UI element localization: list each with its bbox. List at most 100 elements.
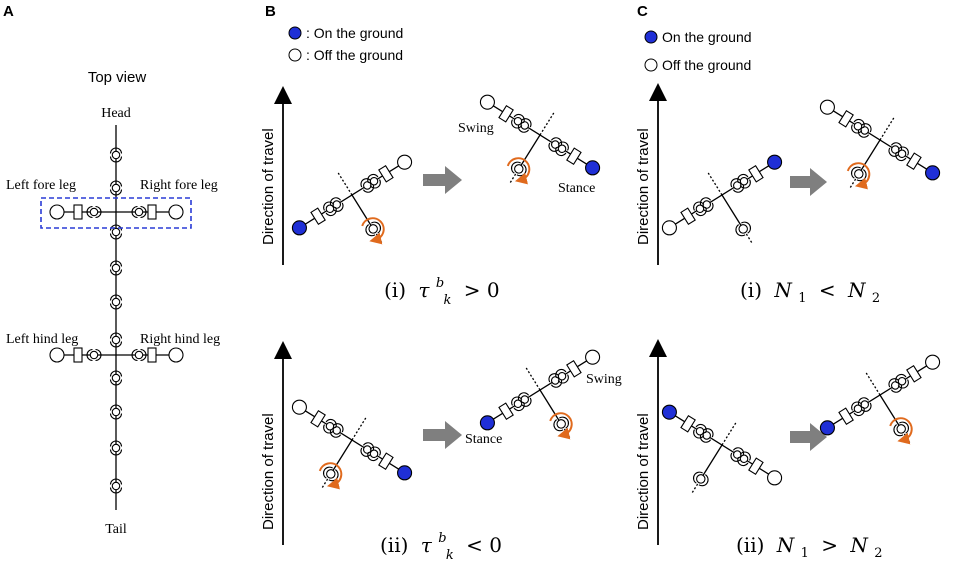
joint-inner — [733, 450, 742, 459]
head-label: Head — [101, 106, 131, 121]
legend-on-ground-label: : On the ground — [306, 25, 403, 41]
caption-c-ii-n2-sub: 2 — [874, 546, 882, 561]
joint-arc-top — [898, 421, 910, 434]
joint-arc-top — [140, 348, 147, 362]
joint-inner — [111, 150, 121, 160]
body-dotted — [741, 226, 753, 243]
caption-b-i: (i) τ b k > 0 — [384, 268, 500, 309]
prismatic-joint — [566, 147, 582, 166]
joint-inner — [363, 181, 372, 190]
joint-arc-bottom — [895, 151, 907, 162]
top-view-title: Top view — [88, 69, 147, 86]
tail-label: Tail — [105, 522, 127, 537]
caption-b-i-prefix: (i) — [384, 278, 406, 302]
rotary-joint — [692, 471, 709, 487]
joint-arc-top — [109, 224, 123, 231]
legend-on-ground-dot-c — [644, 30, 658, 44]
foot-on-ground — [767, 154, 783, 170]
caption-c-i: (i) N 1 < N 2 — [740, 278, 880, 307]
caption-c-i-n1-sub: 1 — [798, 291, 806, 306]
joint-inner — [702, 431, 711, 440]
joint-inner — [739, 454, 749, 464]
foot-off-ground — [168, 347, 184, 363]
joint-inner — [111, 183, 121, 193]
body-dotted-front — [706, 170, 723, 196]
joint-arc-top — [897, 146, 909, 156]
rotary-joint — [510, 161, 527, 177]
joint-arc-top — [95, 205, 102, 219]
joint-inner — [368, 224, 378, 234]
direction-label-c-ii: Direction of travel — [635, 413, 652, 530]
prismatic-block — [680, 207, 696, 226]
body-dotted — [691, 476, 703, 493]
joint-arc-bottom — [367, 451, 379, 462]
joint-arc-bottom — [513, 401, 525, 412]
foot-off-ground — [661, 220, 677, 236]
body-segment — [879, 394, 901, 428]
body-segment — [539, 389, 561, 423]
caption-b-ii-sup: b — [438, 531, 446, 546]
prismatic-joint — [310, 207, 326, 226]
rotary-joint — [511, 396, 525, 412]
rotary-joint — [367, 173, 381, 189]
rotary-joint — [737, 451, 751, 467]
rotary-joint — [131, 348, 147, 362]
rotary-joint — [555, 368, 569, 384]
rotary-joint — [109, 147, 123, 163]
rotary-joint — [693, 423, 707, 439]
joint-arc-bottom — [511, 119, 523, 129]
foot-off-ground — [585, 349, 601, 365]
joint-arc-top — [370, 221, 382, 234]
rotation-arrow — [846, 162, 871, 190]
prismatic-block — [906, 152, 922, 171]
prismatic-block — [838, 407, 854, 426]
robot-figure — [479, 349, 601, 440]
joint-arc-top — [325, 418, 337, 429]
joint-inner — [520, 395, 529, 404]
joint-arc-bottom — [131, 205, 138, 219]
rotary-joint — [895, 146, 909, 162]
joint-inner — [739, 176, 749, 186]
rotary-joint — [109, 440, 123, 456]
joint-arc-top — [513, 113, 525, 124]
joint-inner — [111, 407, 121, 417]
joint-inner — [89, 350, 99, 360]
joint-arc-top — [555, 368, 567, 379]
robot-figure — [819, 354, 941, 445]
foot-off-ground — [479, 94, 495, 110]
joint-arc-bottom — [109, 189, 123, 196]
prismatic-joint — [498, 402, 514, 421]
stance-label-b-i: Stance — [558, 181, 595, 196]
joint-arc-top — [109, 370, 123, 377]
joint-inner — [325, 421, 335, 431]
body-segment — [351, 194, 373, 228]
caption-b-ii-sub: k — [446, 548, 454, 563]
prismatic-block — [147, 204, 157, 220]
joint-inner — [556, 419, 566, 429]
joint-inner — [853, 121, 863, 131]
joint-inner — [513, 116, 523, 126]
legend-off-ground-label-c: Off the ground — [662, 57, 751, 73]
foot-off-ground — [49, 204, 65, 220]
prismatic-joint — [906, 364, 922, 383]
stance-label-b-ii: Stance — [465, 432, 502, 447]
joint-inner — [111, 297, 121, 307]
joint-arc-bottom — [109, 341, 123, 348]
direction-label-b-ii: Direction of travel — [260, 413, 277, 530]
direction-label-c-i: Direction of travel — [635, 128, 652, 245]
joint-inner — [860, 126, 869, 135]
foot-on-ground — [819, 420, 835, 436]
rotation-arrow — [318, 462, 343, 490]
foot-off-ground — [925, 354, 941, 370]
rotary-joint — [851, 401, 865, 417]
joint-inner — [369, 176, 379, 186]
rotary-joint — [893, 421, 910, 437]
prismatic-block — [838, 109, 854, 128]
joint-arc-top — [323, 201, 335, 211]
prismatic-block — [147, 347, 157, 363]
foot-off-ground — [819, 99, 835, 115]
joint-inner — [111, 263, 121, 273]
prismatic-block — [748, 457, 764, 476]
joint-arc-bottom — [695, 206, 707, 217]
prismatic-joint — [147, 347, 157, 363]
